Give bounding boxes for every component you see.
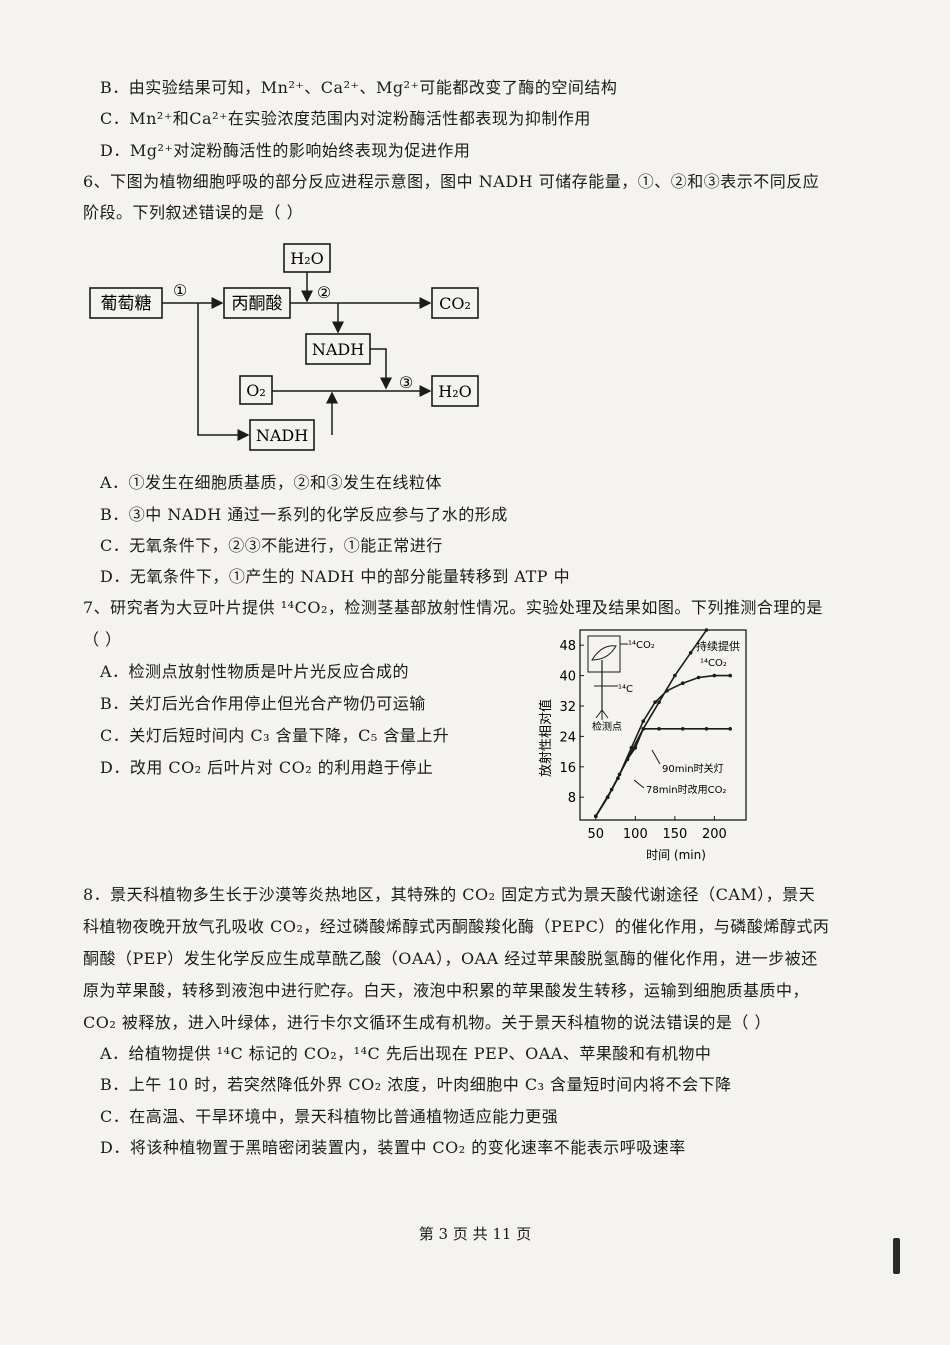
series-point-0: [704, 628, 709, 632]
q5-option-c: C．Mn²⁺和Ca²⁺在实验浓度范围内对淀粉酶活性都表现为抑制作用: [100, 109, 591, 128]
q5-option-b: B．由实验结果可知，Mn²⁺、Ca²⁺、Mg²⁺可能都改变了酶的空间结构: [100, 78, 618, 97]
step-2-label: ②: [317, 283, 331, 302]
q6-stem-line2: 阶段。下列叙述错误的是（ ）: [83, 203, 304, 222]
y-tick-label: 32: [559, 700, 576, 715]
nadh-box-1: NADH: [305, 333, 371, 365]
series-point-0: [673, 673, 677, 678]
y-tick-label: 48: [559, 639, 576, 654]
co2-label: CO₂: [439, 294, 471, 313]
q8-option-c: C．在高温、干旱环境中，景天科植物比普通植物适应能力更强: [100, 1107, 559, 1126]
arrow-glucose-path-to-nadh-2: [197, 303, 250, 441]
q8-stem-line2: 科植物夜晚开放气孔吸收 CO₂，经过磷酸烯醇式丙酮酸羧化酶（PEPC）的催化作用…: [83, 917, 830, 936]
water-in-box: H₂O: [283, 243, 331, 273]
q6-option-d: D．无氧条件下，①产生的 NADH 中的部分能量转移到 ATP 中: [100, 567, 571, 586]
water-in-label: H₂O: [290, 249, 323, 268]
o2-label: O₂: [246, 381, 266, 400]
series-point-1: [641, 719, 646, 723]
x-tick-label: 200: [702, 827, 727, 842]
series-point-1: [665, 689, 669, 693]
q8-stem-line5: CO₂ 被释放，进入叶绿体，进行卡尔文循环生成有机物。关于景天科植物的说法错误的…: [83, 1013, 771, 1032]
arrow-nadh-1-to-water: [370, 348, 392, 390]
q6-option-a: A．①发生在细胞质基质，②和③发生在线粒体: [100, 473, 443, 492]
q8-stem-line4: 原为苹果酸，转移到液泡中进行贮存。白天，液泡中积累的苹果酸发生转移，运输到细胞质…: [83, 981, 810, 1000]
q8-option-a: A．给植物提供 ¹⁴C 标记的 CO₂，¹⁴C 先后出现在 PEP、OAA、苹果…: [100, 1044, 712, 1063]
series-point-2: [657, 727, 661, 731]
plant-chamber-box: [587, 635, 621, 673]
q7-stem-line1: 7、研究者为大豆叶片提供 ¹⁴CO₂，检测茎基部放射性情况。实验处理及结果如图。…: [83, 598, 823, 617]
check-point-annotation: 检测点: [592, 720, 622, 733]
plant-leaf-icon: [591, 645, 617, 661]
series-point-0: [688, 651, 693, 655]
switch-co2-annotation: 78min时改用CO₂: [646, 783, 726, 796]
nadh-box-2: NADH: [249, 419, 315, 451]
q8-stem-line3: 酮酸（PEP）发生化学反应生成草酰乙酸（OAA），OAA 经过苹果酸脱氢酶的催化…: [83, 949, 818, 968]
series-point-2: [641, 727, 646, 731]
series-point-2: [704, 727, 709, 731]
o2-box: O₂: [239, 375, 273, 405]
switch-co2-pointer: [633, 779, 645, 789]
series-point-2: [594, 814, 598, 818]
q7-stem-line2: （ ）: [83, 630, 122, 649]
co2-annotation: ¹⁴CO₂: [628, 640, 655, 651]
series-point-1: [653, 700, 657, 704]
y-tick-label: 24: [559, 730, 576, 745]
scan-edge-mark: [893, 1238, 900, 1274]
x-tick-label: 100: [623, 827, 648, 842]
water-out-box: H₂O: [431, 375, 479, 407]
y-tick-label: 16: [559, 761, 576, 776]
series-point-2: [605, 795, 610, 799]
series-point-0: [657, 700, 661, 704]
series-point-1: [696, 675, 701, 680]
q8-option-d: D．将该种植物置于黑暗密闭装置内，装置中 CO₂ 的变化速率不能表示呼吸速率: [100, 1138, 686, 1157]
continuous-annotation-line2: ¹⁴CO₂: [700, 658, 727, 669]
lights-off-annotation: 90min时关灯: [662, 762, 724, 775]
q6-stem-line1: 6、下图为植物细胞呼吸的部分反应进程示意图，图中 NADH 可储存能量，①、②和…: [83, 172, 820, 191]
page-footer: 第 3 页 共 11 页: [418, 1225, 532, 1243]
chart-y-axis-label: 放射性相对值: [538, 699, 554, 777]
radioactivity-chart: 8 16 24 32 40 48 50 100 150 200 ¹⁴CO₂ ¹⁴C 检测点 持续…: [538, 628, 747, 862]
x-tick-label: 150: [662, 827, 687, 842]
chart-plot-frame: [579, 629, 747, 821]
q6-option-b: B．③中 NADH 通过一系列的化学反应参与了水的形成: [100, 505, 508, 524]
series-line-2: [595, 728, 731, 817]
continuous-annotation-line1: 持续提供: [696, 639, 740, 653]
series-point-2: [625, 757, 630, 761]
series-point-1: [712, 673, 717, 678]
step-3-label: ③: [399, 373, 413, 392]
glucose-box: 葡萄糖: [89, 287, 163, 319]
respiration-diagram: 葡萄糖 丙酮酸 H₂O CO₂ NADH O₂ H₂O NADH: [89, 243, 479, 451]
x-tick-label: 50: [588, 827, 605, 842]
c14-annotation: ¹⁴C: [618, 684, 633, 695]
co2-box: CO₂: [431, 287, 479, 319]
series-point-1: [680, 681, 685, 685]
chart-x-axis-label: 时间 (min): [646, 848, 706, 862]
series-point-2: [633, 746, 638, 750]
series-point-2: [617, 772, 622, 777]
nadh-label-1: NADH: [312, 340, 364, 359]
pyruvate-label: 丙酮酸: [232, 294, 283, 314]
nadh-label-2: NADH: [256, 426, 308, 445]
q7-option-b: B．关灯后光合作用停止但光合产物仍可运输: [100, 694, 426, 713]
q7-option-a: A．检测点放射性物质是叶片光反应合成的: [100, 662, 410, 681]
pyruvate-box: 丙酮酸: [223, 287, 291, 319]
step-1-label: ①: [173, 281, 187, 300]
q7-option-d: D．改用 CO₂ 后叶片对 CO₂ 的利用趋于停止: [100, 758, 434, 777]
y-tick-label: 40: [559, 670, 576, 685]
plant-root-icon: [595, 709, 609, 720]
y-tick-label: 8: [568, 791, 576, 806]
series-point-2: [728, 727, 732, 731]
q8-stem-line1: 8．景天科植物多生长于沙漠等炎热地区，其特殊的 CO₂ 固定方式为景天酸代谢途径…: [83, 885, 816, 904]
q7-option-c: C．关灯后短时间内 C₃ 含量下降，C₅ 含量上升: [100, 726, 450, 745]
q8-option-b: B．上午 10 时，若突然降低外界 CO₂ 浓度，叶肉细胞中 C₃ 含量短时间内…: [100, 1075, 732, 1094]
lights-off-pointer: [651, 749, 661, 765]
q6-option-c: C．无氧条件下，②③不能进行，①能正常进行: [100, 536, 443, 555]
water-out-label: H₂O: [438, 382, 471, 401]
series-point-1: [629, 746, 634, 750]
series-point-2: [680, 727, 685, 731]
series-point-1: [728, 673, 732, 678]
glucose-label: 葡萄糖: [101, 294, 152, 314]
q5-option-d: D．Mg²⁺对淀粉酶活性的影响始终表现为促进作用: [100, 141, 471, 160]
